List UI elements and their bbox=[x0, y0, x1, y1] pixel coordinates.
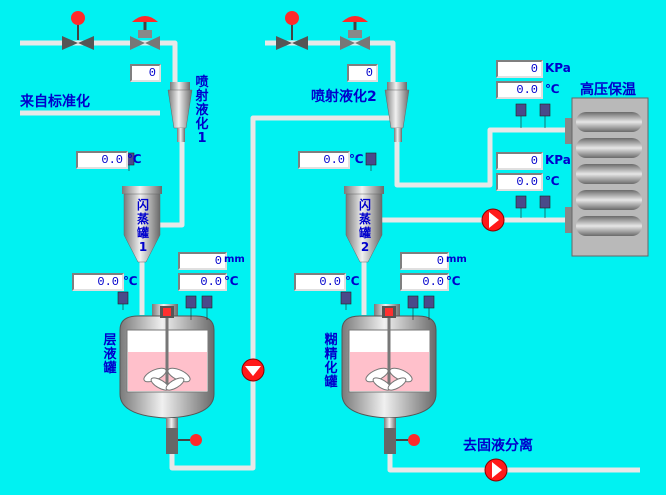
temp-tank2-unit: ℃ bbox=[446, 274, 461, 288]
label-layer-liquid-tank: 层液罐 bbox=[103, 333, 117, 376]
temp-spray1-unit: ℃ bbox=[123, 274, 138, 288]
level-tank1-unit: mm bbox=[224, 254, 245, 265]
drain-valve-2[interactable] bbox=[384, 428, 420, 454]
temp-flash2-readout: 0.0 bbox=[298, 151, 350, 169]
flash-tank-1 bbox=[122, 186, 162, 263]
temp-flash2-unit: ℃ bbox=[349, 152, 364, 166]
flash-tank-2 bbox=[344, 186, 384, 263]
label-saccharification-tank: 糊精化罐 bbox=[324, 333, 338, 390]
drain-valve-1[interactable] bbox=[166, 428, 202, 454]
label-high-pressure-insulation: 高压保温 bbox=[580, 82, 636, 98]
label-from-standardization: 来自标准化 bbox=[20, 94, 90, 110]
temp-flash1-unit: ℃ bbox=[127, 152, 142, 166]
temp-tank1-readout: 0.0 bbox=[178, 273, 227, 291]
temp-tank2-readout: 0.0 bbox=[400, 273, 449, 291]
separation-pump[interactable] bbox=[484, 458, 508, 482]
temp-spray1-readout: 0.0 bbox=[72, 273, 124, 291]
agitator-icon bbox=[143, 367, 191, 391]
label-flash-tank-2: 闪蒸罐2 bbox=[358, 198, 371, 254]
sensor-icons bbox=[117, 103, 551, 320]
circulation-pump-hp[interactable] bbox=[481, 208, 505, 232]
spray-liquefier-1 bbox=[167, 82, 193, 142]
level-tank2-readout: 0 bbox=[400, 252, 449, 270]
high-pressure-insulation-unit bbox=[565, 97, 649, 257]
spray-liquefier-2 bbox=[384, 82, 410, 142]
temp-tank1-unit: ℃ bbox=[224, 274, 239, 288]
label-flash-tank-1: 闪蒸罐1 bbox=[136, 198, 149, 254]
temp-hp-upper-unit: ℃ bbox=[545, 82, 560, 96]
saccharification-tank bbox=[341, 304, 437, 428]
pressure-hp-lower-readout: 0 bbox=[496, 152, 543, 170]
temp-flash1-readout: 0.0 bbox=[76, 151, 128, 169]
level-tank2-unit: mm bbox=[446, 254, 467, 265]
control-valve-2[interactable] bbox=[340, 16, 370, 50]
valve1-opening-readout: 0 bbox=[130, 64, 161, 82]
agitator-icon bbox=[365, 367, 413, 391]
label-to-solid-liquid-separation: 去固液分离 bbox=[463, 438, 533, 454]
label-spray-liquefy-2: 喷射液化2 bbox=[311, 89, 377, 105]
label-spray-liquefy-1: 喷射液化1 bbox=[195, 75, 209, 146]
valve2-opening-readout: 0 bbox=[347, 64, 378, 82]
manual-valve-1[interactable] bbox=[62, 11, 94, 50]
level-tank1-readout: 0 bbox=[178, 252, 227, 270]
temp-hp-lower-unit: ℃ bbox=[545, 174, 560, 188]
temp-spray2-unit: ℃ bbox=[345, 274, 360, 288]
control-valve-1[interactable] bbox=[130, 16, 160, 50]
transfer-pump-1[interactable] bbox=[241, 358, 265, 382]
temp-spray2-readout: 0.0 bbox=[294, 273, 346, 291]
temp-hp-upper-readout: 0.0 bbox=[496, 81, 543, 99]
manual-valve-2[interactable] bbox=[276, 11, 308, 50]
layer-liquid-tank bbox=[119, 304, 215, 428]
pressure-hp-upper-unit: KPa bbox=[545, 61, 571, 75]
pressure-hp-upper-readout: 0 bbox=[496, 60, 543, 78]
temp-hp-lower-readout: 0.0 bbox=[496, 173, 543, 191]
pressure-hp-lower-unit: KPa bbox=[545, 153, 571, 167]
